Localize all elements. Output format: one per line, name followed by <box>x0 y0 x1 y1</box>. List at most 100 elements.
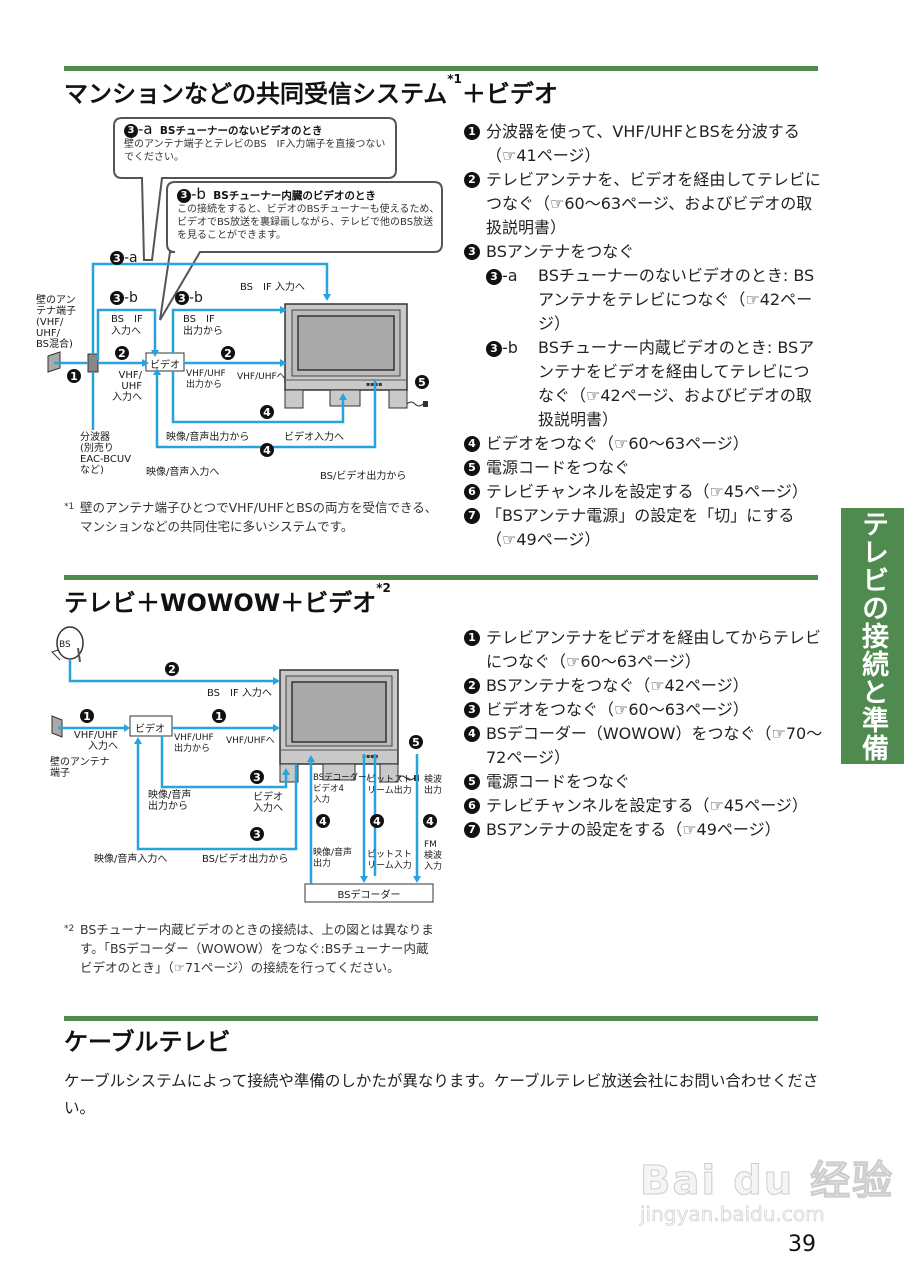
wall-terminal-icon <box>51 715 63 738</box>
svg-text:4: 4 <box>319 815 327 828</box>
video-input-label: ビデオ入力へ <box>253 792 283 814</box>
label-3b-right: -b <box>189 290 203 306</box>
step-badges: 2 1 1 3 3 4 4 4 5 <box>80 662 437 841</box>
bitstream-input-label: ビットストリーム入力 <box>367 850 413 871</box>
cables <box>58 659 377 884</box>
chapter-side-tab: テレビの接続と準備 <box>841 508 904 764</box>
callout-bubble-3a <box>113 117 397 261</box>
bs-video-output-label: BS/ビデオ出力から <box>202 854 289 865</box>
title-suffix: ＋ビデオ <box>461 80 558 108</box>
section-divider <box>64 575 818 580</box>
callout-bubble-3b <box>159 181 443 321</box>
video-box-label: ビデオ <box>150 360 180 371</box>
arrowheads <box>124 677 421 883</box>
connection-diagram-wowow: ▪▪▪▪ 2 1 1 3 3 4 4 4 5 <box>51 626 437 903</box>
svg-text:1: 1 <box>215 710 223 723</box>
svg-text:3: 3 <box>178 292 186 305</box>
svg-text:4: 4 <box>263 444 271 457</box>
video-box-label: ビデオ <box>135 724 165 735</box>
av-output-decoder-label: 映像/音声出力 <box>313 848 353 869</box>
svg-text:▪▪▪▪: ▪▪▪▪ <box>362 753 378 760</box>
title-text: マンションなどの共同受信システム <box>64 80 448 108</box>
av-output-label: 映像/音声出力から <box>148 790 192 812</box>
bitstream-output-label: ビットストリーム出力 <box>367 775 413 796</box>
svg-text:4: 4 <box>426 815 434 828</box>
svg-text:4: 4 <box>373 815 381 828</box>
svg-text:4: 4 <box>263 406 271 419</box>
vhf-uhf-to-label: VHF/UHFへ <box>226 736 275 746</box>
footnote-mark: *1 <box>447 72 462 86</box>
video-box <box>129 715 173 737</box>
tv-icon: ▪▪▪▪ <box>284 303 428 409</box>
splitter-icon <box>87 353 99 373</box>
step-badges: 3 3 3 2 2 1 4 4 5 <box>67 251 429 457</box>
av-output-label: 映像/音声出力から <box>166 432 250 443</box>
svg-text:5: 5 <box>412 736 420 749</box>
svg-text:3: 3 <box>253 828 261 841</box>
callout-3a: 3-a BSチューナーのないビデオのとき 壁のアンテナ端子とテレビのBS IF入… <box>124 120 386 163</box>
wall-terminal-label: 壁のアンテナ端子(VHF/UHF/BS混合) <box>36 295 76 350</box>
av-input-label: 映像/音声入力へ <box>146 467 220 478</box>
cable-tv-text: ケーブルシステムによって接続や準備のしかたが異なります。ケーブルテレビ放送会社に… <box>64 1072 819 1117</box>
section-title-wowow: テレビ＋WOWOW＋ビデオ*2 <box>64 581 391 617</box>
svg-text:5: 5 <box>418 376 426 389</box>
step-item: 7「BSアンテナ電源」の設定を「切」にする（☞49ページ） <box>464 504 824 552</box>
bs-if-input-label: BS IF 入力へ <box>207 688 272 699</box>
section-title-apartment: マンションなどの共同受信システム*1＋ビデオ <box>64 72 558 109</box>
bs-if-input-label: BS IF 入力へ <box>240 282 305 293</box>
svg-text:2: 2 <box>118 347 126 360</box>
page-number: 39 <box>788 1232 816 1257</box>
video-input-label: ビデオ入力へ <box>284 432 344 443</box>
watermark-logo: Bai du 经验 <box>639 1158 895 1205</box>
wall-terminal-label: 壁のアンテナ端子 <box>50 757 110 779</box>
svg-text:1: 1 <box>83 710 91 723</box>
svg-text:3: 3 <box>113 292 121 305</box>
svg-text:1: 1 <box>70 370 78 383</box>
bs-dish-label: BS <box>59 640 71 650</box>
svg-text:3: 3 <box>253 771 261 784</box>
watermark: Bai du 经验 jingyan.baidu.com <box>639 1148 895 1227</box>
section-title-cable: ケーブルテレビ <box>64 1028 231 1056</box>
section-divider <box>64 1016 818 1021</box>
label-3b-left: -b <box>124 290 138 306</box>
av-input-label: 映像/音声入力へ <box>94 854 168 865</box>
section-divider <box>64 66 818 71</box>
label-3a: -a <box>124 250 138 266</box>
arrowheads <box>142 294 347 400</box>
bs-video-output-label: BS/ビデオ出力から <box>320 471 407 482</box>
svg-text:3: 3 <box>113 252 121 265</box>
callout-3b: 3-b BSチューナー内臓のビデオのとき この接続をすると、ビデオのBSチューナ… <box>177 185 440 241</box>
svg-text:2: 2 <box>168 663 176 676</box>
connection-diagram-apartment: ▪▪▪▪ 3 3 3 2 2 1 4 4 <box>47 117 443 457</box>
svg-text:2: 2 <box>224 347 232 360</box>
bs-decoder-box <box>304 883 434 903</box>
watermark-url: jingyan.baidu.com <box>640 1202 825 1227</box>
vhf-uhf-to-label: VHF/UHFへ <box>237 372 286 382</box>
